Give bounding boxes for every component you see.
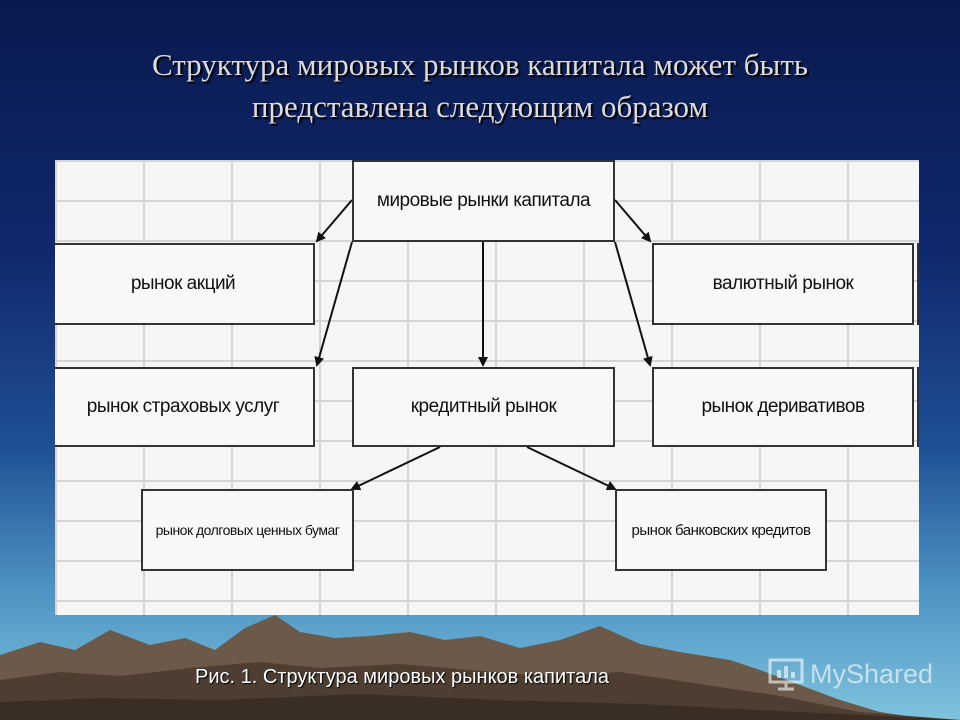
myshared-watermark: MyShared xyxy=(768,656,948,692)
edge-root-stocks xyxy=(315,199,353,243)
title-line-1: Структура мировых рынков капитала может … xyxy=(151,47,809,82)
diagram-edges xyxy=(314,199,653,491)
node-world-capital-markets: мировые рынки капитала xyxy=(352,160,615,242)
edge-credit-debt xyxy=(350,446,441,491)
diagram-panel: мировые рынки капитала рынок акций валют… xyxy=(55,160,919,615)
node-credit-market: кредитный рынок xyxy=(352,367,615,447)
edge-root-currency xyxy=(614,199,652,243)
edge-root-derivatives xyxy=(614,241,653,367)
node-derivatives-market: рынок деривативов xyxy=(652,367,914,447)
presentation-board-icon xyxy=(768,658,804,691)
figure-caption: Рис. 1. Структура мировых рынков капитал… xyxy=(195,666,610,688)
node-bank-credit-market: рынок банковских кредитов xyxy=(615,489,827,571)
node-label: рынок банковских кредитов xyxy=(631,521,811,539)
node-derivatives-market-edge xyxy=(917,367,919,447)
node-label: рынок долговых ценных бумаг xyxy=(155,522,340,538)
title-line-2: представлена следующим образом xyxy=(251,89,709,124)
node-currency-market: валютный рынок xyxy=(652,243,914,325)
node-label: валютный рынок xyxy=(712,273,854,294)
node-label: кредитный рынок xyxy=(410,396,557,417)
node-label: рынок страховых услуг xyxy=(86,396,280,417)
node-label: рынок акций xyxy=(130,273,236,294)
node-currency-market-edge xyxy=(917,243,919,325)
node-insurance-market: рынок страховых услуг xyxy=(55,367,315,447)
node-debt-securities-market: рынок долговых ценных бумаг xyxy=(141,489,354,571)
edge-credit-bank xyxy=(526,446,617,491)
slide-title: Структура мировых рынков капитала может … xyxy=(40,44,920,128)
node-stock-market: рынок акций xyxy=(55,243,315,325)
node-label: мировые рынки капитала xyxy=(376,190,591,211)
node-label: рынок деривативов xyxy=(701,396,865,417)
watermark-logo-text: MyShared xyxy=(810,658,934,689)
edge-root-insurance xyxy=(314,241,353,367)
